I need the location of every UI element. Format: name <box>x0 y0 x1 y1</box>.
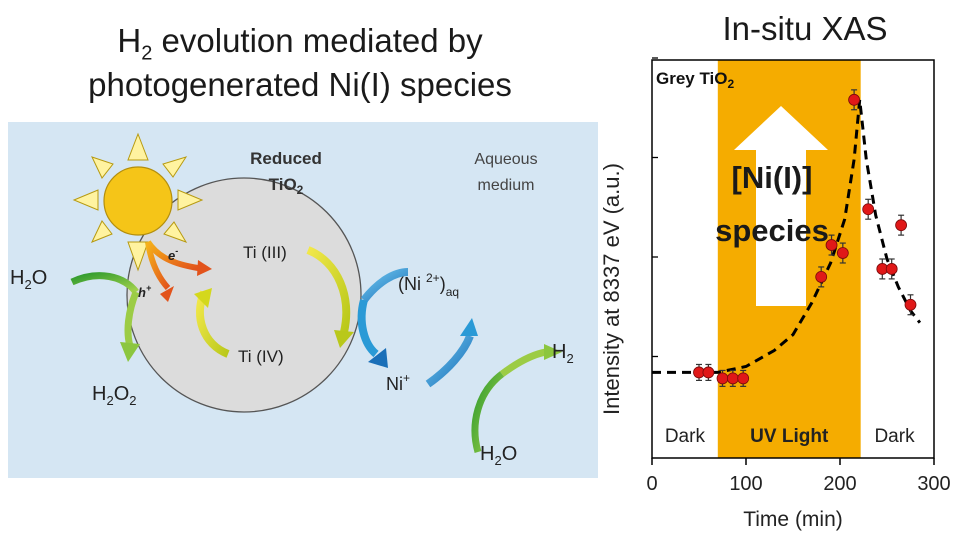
h2o-left-label: H2O <box>10 267 47 292</box>
hole-label: h+ <box>138 283 152 300</box>
data-point <box>862 203 875 216</box>
ni2-label: (Ni 2+)aq <box>398 271 459 299</box>
diagram-title-line2: photogenerated Ni(I) species <box>88 66 512 103</box>
x-tick-label: 0 <box>646 473 657 495</box>
data-point <box>716 372 729 385</box>
ti-reduction-arrowhead <box>194 288 212 308</box>
arrow-label-line2: species <box>715 213 829 248</box>
ti-oxidation-arrow <box>306 246 351 333</box>
sun-icon <box>72 132 204 272</box>
h2-label: H2 <box>552 341 574 366</box>
data-point <box>737 372 750 385</box>
water-reduction-arrow-upper <box>499 348 547 377</box>
data-point <box>895 219 907 232</box>
ni-reduction-arrow-top <box>360 268 409 303</box>
data-point <box>885 263 898 275</box>
data-point <box>726 372 739 385</box>
water-reduction-arrowhead <box>544 344 562 360</box>
water-reduction-arrow-lower <box>471 371 505 453</box>
data-point <box>815 271 828 283</box>
increase-arrow <box>734 106 828 306</box>
x-axis-label: Time (min) <box>743 508 843 531</box>
ni-oxidation-arrowhead <box>460 318 478 336</box>
dark-label: Dark <box>874 426 915 447</box>
ti-oxidation-arrowhead <box>334 330 354 348</box>
data-point <box>836 247 849 259</box>
data-point <box>702 366 715 379</box>
h2o-bottom-label: H2O <box>480 443 517 468</box>
ni-reduction-arrowhead <box>368 348 388 368</box>
ti4-label: Ti (IV) <box>238 347 284 366</box>
fit-curve <box>652 99 922 374</box>
ni-reduction-arrow-bottom <box>357 298 379 358</box>
h2o-oxidation-arrowhead <box>120 342 140 362</box>
x-tick-label: 300 <box>917 473 950 495</box>
electron-arrowhead <box>197 260 212 276</box>
uv-light-region <box>717 60 861 458</box>
x-tick-label: 100 <box>729 473 762 495</box>
tio2-label: TiO2 <box>269 175 304 197</box>
ti3-label: Ti (III) <box>243 243 287 262</box>
plot-frame <box>651 59 935 459</box>
hole-arrowhead <box>160 286 174 302</box>
medium-label: medium <box>478 177 535 194</box>
diagram-panel: Reduced TiO2 Aqueous medium e- h+ Ti (II… <box>8 122 598 478</box>
electron-label: e- <box>168 246 178 263</box>
data-point <box>904 298 917 311</box>
data-point <box>848 93 860 106</box>
data-point <box>876 263 889 275</box>
x-tick-label: 200 <box>823 473 856 495</box>
hole-arrow <box>145 241 171 291</box>
data-point <box>825 239 838 251</box>
h2o-oxidation-arrow-bottom <box>124 290 140 347</box>
h2o-oxidation-arrow-top <box>70 272 139 295</box>
xas-title: In-situ XAS <box>722 10 888 47</box>
inset-label: Grey TiO2 <box>656 69 735 91</box>
reduced-label: Reduced <box>250 149 322 168</box>
mechanism-diagram: Reduced TiO2 Aqueous medium e- h+ Ti (II… <box>10 132 574 468</box>
arrow-label-line1: [Ni(I)] <box>732 160 813 195</box>
dark-label: Dark <box>665 426 706 447</box>
y-axis-label: Intensity at 8337 eV (a.u.) <box>599 163 624 415</box>
tio2-sphere <box>126 177 362 413</box>
ni1-label: Ni+ <box>386 371 410 394</box>
diagram-title-line1: H2 evolution mediated by <box>117 22 483 65</box>
aqueous-label: Aqueous <box>474 151 537 168</box>
data-point <box>693 366 705 379</box>
ni-oxidation-arrow <box>425 334 474 388</box>
uv-light-label: UV Light <box>750 426 829 447</box>
h2o2-label: H2O2 <box>92 383 136 408</box>
